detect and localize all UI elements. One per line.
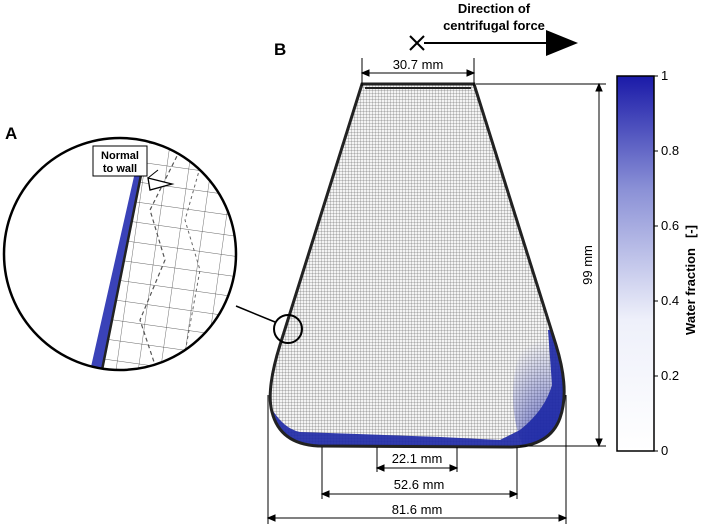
vessel-mesh: [268, 82, 566, 449]
dim-bottom-outer: [266, 395, 568, 524]
colorbar-tick-label: 0.6: [661, 218, 679, 233]
inset-zoom: Normal to wall: [2, 136, 238, 372]
dim-bottom-inner: [375, 447, 459, 472]
colorbar-title: Water fraction [-]: [683, 225, 698, 335]
dim-bottom-inner-label: 22.1 mm: [392, 451, 443, 466]
dim-height-label: 99 mm: [580, 245, 595, 285]
dim-top-width: [360, 58, 476, 86]
centrifugal-force-indicator: Direction of centrifugal force: [409, 1, 578, 56]
dim-bottom-outer-label: 81.6 mm: [392, 502, 443, 517]
dim-height: [476, 82, 606, 448]
colorbar-unit: [-]: [683, 225, 698, 238]
panel-label-b: B: [274, 40, 286, 59]
water-corner-fade: [513, 325, 565, 447]
colorbar: 1 0.8 0.6 0.4 0.2 0 Water fraction [-]: [616, 68, 698, 458]
force-label-line1: Direction of: [458, 1, 531, 16]
panel-label-a: A: [5, 124, 17, 143]
normal-label-line2: to wall: [103, 163, 137, 175]
dim-top-width-label: 30.7 mm: [393, 57, 444, 72]
colorbar-label: Water fraction: [683, 248, 698, 335]
dim-bottom-mid: [320, 447, 519, 499]
colorbar-tick-label: 0: [661, 443, 668, 458]
dim-bottom-mid-label: 52.6 mm: [394, 477, 445, 492]
zoom-marker-circle: [273, 314, 303, 344]
colorbar-tick-label: 0.8: [661, 143, 679, 158]
normal-arrow-icon: [147, 177, 175, 191]
normal-label-line1: Normal: [101, 150, 139, 162]
colorbar-gradient: [616, 75, 655, 452]
inset-water-layer: [88, 150, 146, 370]
colorbar-tick-label: 0.4: [661, 293, 679, 308]
force-arrow-head-icon: [546, 30, 578, 56]
force-label-line2: centrifugal force: [443, 18, 545, 33]
colorbar-ticks: 1 0.8 0.6 0.4 0.2 0: [654, 68, 679, 458]
rotation-axis-x-icon: [409, 35, 425, 51]
zoom-connector-line: [235, 305, 276, 323]
colorbar-tick-label: 0.2: [661, 368, 679, 383]
normal-label-box: [92, 145, 148, 177]
colorbar-tick-label: 1: [661, 68, 668, 83]
